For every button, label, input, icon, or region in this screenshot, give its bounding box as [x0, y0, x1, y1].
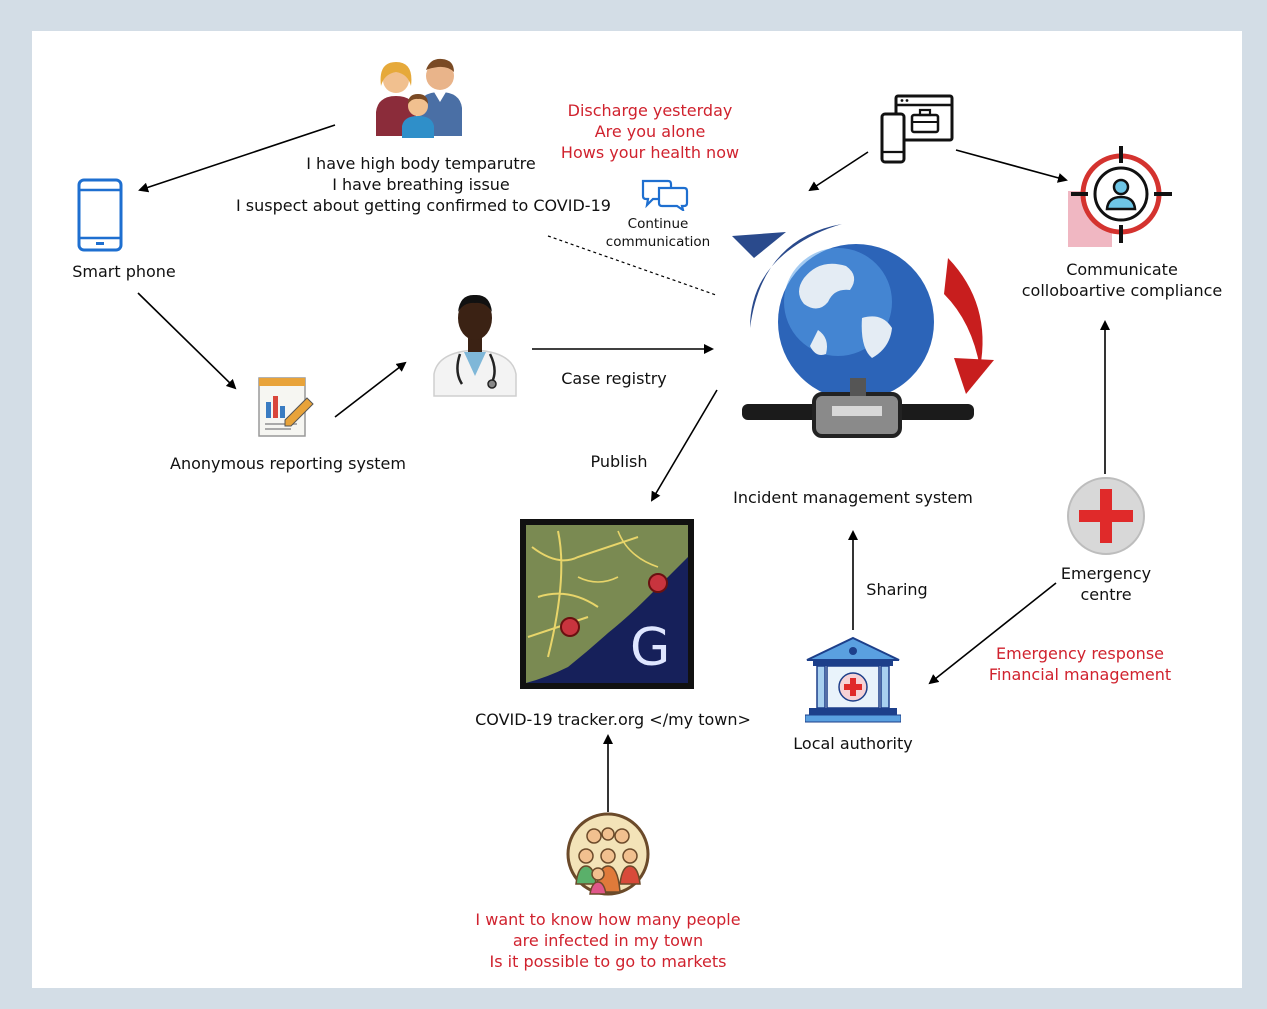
arrow-family-to-phone — [138, 124, 336, 193]
arrow-device-to-incident — [808, 151, 869, 192]
compliance-target-icon — [1068, 146, 1172, 247]
family-statements: I have high body temparutre I have breat… — [236, 153, 611, 216]
emergency-centre-line-1: Emergency — [1060, 564, 1152, 583]
family-statement-2: I have breathing issue — [332, 175, 510, 194]
continue-communication-label: Continue communication — [598, 215, 718, 251]
chat-bubbles-icon — [641, 179, 689, 211]
compliance-line-1: Communicate — [1066, 260, 1178, 279]
smart-phone-label: Smart phone — [72, 262, 176, 281]
doctor-icon — [433, 294, 517, 397]
emergency-task-2: Financial management — [988, 665, 1172, 684]
sharing-label: Sharing — [866, 580, 928, 599]
incident-management-label: Incident management system — [733, 488, 973, 507]
emergency-tasks: Emergency response Financial management — [975, 643, 1185, 685]
emergency-centre-line-2: centre — [1080, 585, 1132, 604]
tracker-label: COVID-19 tracker.org </my town> — [475, 710, 751, 729]
arrow-emergency-to-authority — [928, 582, 1057, 685]
compliance-line-2: colloboartive compliance — [1021, 281, 1223, 300]
globe-network-icon — [732, 224, 994, 438]
emergency-cross-icon — [1067, 477, 1145, 555]
emergency-task-1: Emergency response — [996, 644, 1164, 663]
anonymous-reporting-label: Anonymous reporting system — [170, 454, 406, 473]
local-authority-building-icon — [805, 636, 901, 723]
tracker-map-icon: G — [520, 519, 694, 689]
compliance-label: Communicate colloboartive compliance — [1012, 259, 1232, 301]
question-1: Discharge yesterday — [567, 101, 733, 120]
arrow-reporting-to-doctor — [334, 361, 407, 418]
citizens-question-3: Is it possible to go to markets — [489, 952, 727, 971]
emergency-centre-label: Emergency centre — [1046, 563, 1166, 605]
question-2: Are you alone — [594, 122, 706, 141]
family-statement-1: I have high body temparutre — [306, 154, 536, 173]
family-icon — [376, 58, 462, 138]
citizens-questions: I want to know how many people are infec… — [453, 909, 763, 972]
citizens-group-icon — [566, 812, 650, 896]
smartphone-icon — [77, 178, 123, 252]
family-statement-3: I suspect about getting confirmed to COV… — [236, 196, 611, 215]
local-authority-label: Local authority — [793, 734, 913, 753]
citizens-question-2: are infected in my town — [512, 931, 704, 950]
report-document-icon — [258, 377, 314, 437]
tracker-logo-letter: G — [630, 618, 670, 678]
publish-label: Publish — [590, 452, 648, 471]
device-briefcase-icon — [880, 94, 954, 164]
communication-line: communication — [605, 234, 711, 250]
arrow-phone-to-reporting — [137, 292, 237, 390]
citizens-question-1: I want to know how many people — [475, 910, 741, 929]
arrow-device-to-compliance — [955, 149, 1068, 183]
question-3: Hows your health now — [560, 143, 740, 162]
continue-line: Continue — [627, 216, 689, 232]
arrow-incident-to-tracker — [650, 389, 718, 502]
case-registry-label: Case registry — [561, 369, 667, 388]
doctor-questions: Discharge yesterday Are you alone Hows y… — [555, 100, 745, 163]
